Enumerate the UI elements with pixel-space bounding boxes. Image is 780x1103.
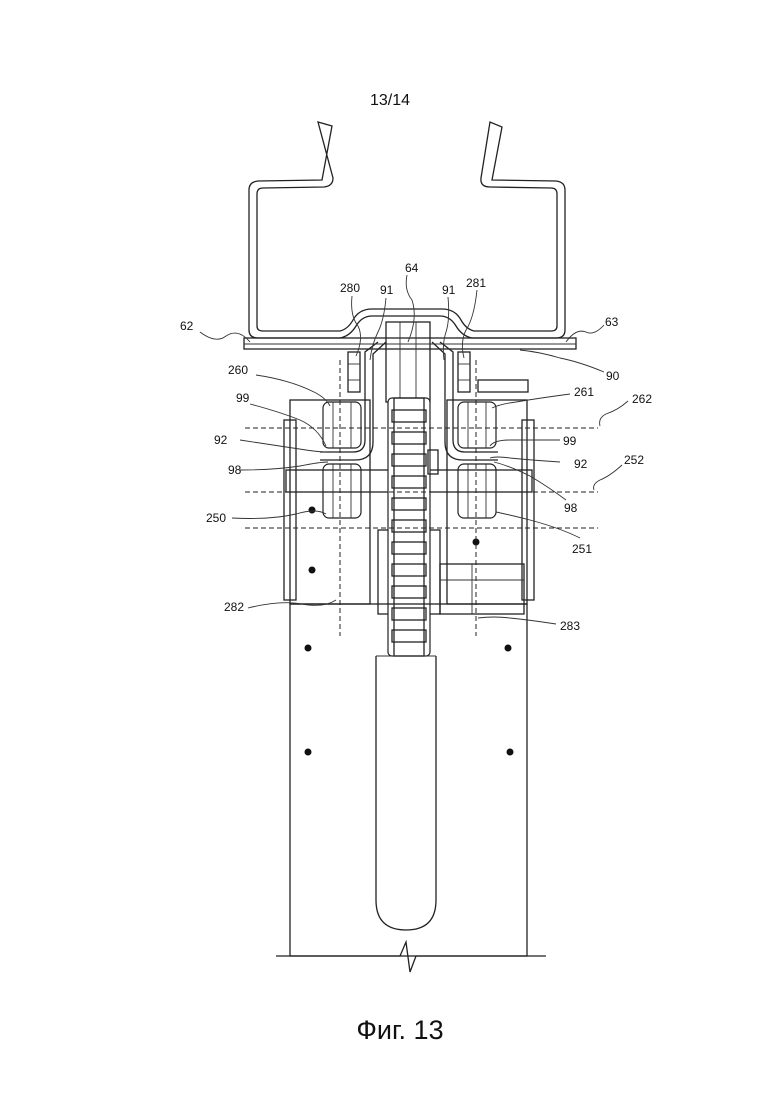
ref-251: 251 [572, 542, 592, 556]
roller-250 [323, 464, 361, 518]
roller-261 [458, 402, 496, 448]
ref-91-right: 91 [442, 283, 456, 297]
ref-261: 261 [574, 385, 594, 399]
rail-profile [249, 122, 565, 338]
ref-98-left: 98 [228, 463, 242, 477]
break-line [276, 942, 546, 972]
ref-90: 90 [606, 369, 620, 383]
ref-62: 62 [180, 319, 194, 333]
ref-280: 280 [340, 281, 360, 295]
ref-252: 252 [624, 453, 644, 467]
ref-92-left: 92 [214, 433, 228, 447]
ref-91-left: 91 [380, 283, 394, 297]
bolt-280 [348, 352, 360, 392]
ref-283: 283 [560, 619, 580, 633]
toothed-wheel [388, 398, 438, 656]
ref-98-right: 98 [564, 501, 578, 515]
roller-251 [458, 464, 496, 518]
mounting-plate [244, 338, 576, 349]
ref-99-left: 99 [236, 391, 250, 405]
lower-body [290, 604, 527, 956]
roller-260 [323, 402, 361, 448]
ref-250: 250 [206, 511, 226, 525]
ref-92-right: 92 [574, 457, 588, 471]
ref-64: 64 [405, 261, 419, 275]
ref-281: 281 [466, 276, 486, 290]
bolt-281 [458, 352, 528, 392]
ref-99-right: 99 [563, 434, 577, 448]
ref-262: 262 [632, 392, 652, 406]
ref-282: 282 [224, 600, 244, 614]
figure-caption: Фиг. 13 [0, 1015, 780, 1046]
central-stem [386, 322, 430, 402]
ref-260: 260 [228, 363, 248, 377]
ref-63: 63 [605, 315, 619, 329]
